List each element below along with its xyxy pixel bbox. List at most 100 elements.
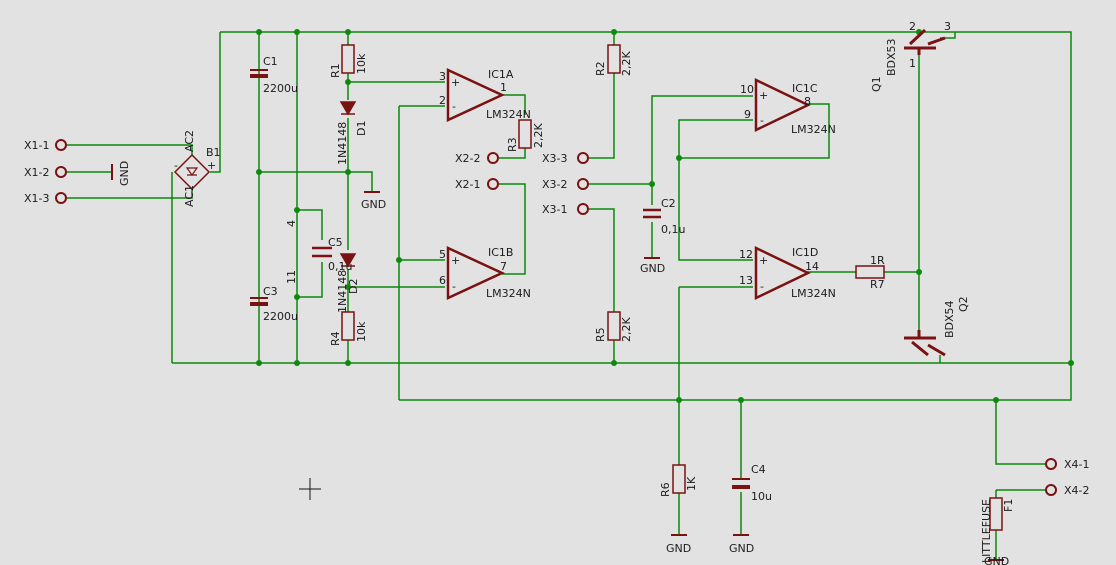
label-ic1a-value: LM324N — [486, 108, 531, 121]
net-gnd-rail — [399, 363, 1072, 401]
label-ic1b-pin7: 7 — [500, 260, 507, 273]
junction-dot — [676, 397, 682, 403]
label-d2: D2 — [347, 279, 360, 294]
label-f1: F1 — [1002, 499, 1015, 512]
net-r2-b — [588, 73, 615, 159]
label-c5-value: 0,1u — [328, 260, 352, 273]
net-c5-top — [297, 209, 323, 240]
label-gnd-c4: GND — [729, 542, 754, 555]
label-ic1a-minus: - — [452, 100, 456, 113]
nets — [66, 31, 1072, 560]
label-x1-3: X1-3 — [24, 192, 50, 205]
bridge-diode — [185, 167, 199, 177]
label-d1: D1 — [355, 121, 368, 136]
junction-dot — [345, 360, 351, 366]
label-gnd-c2: GND — [640, 262, 665, 275]
net-x1-1 — [66, 144, 193, 155]
q1-symbol — [904, 28, 946, 55]
label-r7-value: 1R — [870, 254, 885, 267]
label-r4: R4 — [329, 331, 342, 346]
junction-dot — [611, 360, 617, 366]
d2-symbol — [339, 253, 357, 268]
label-r6-value: 1K — [685, 476, 698, 491]
label-q1-pin1: 1 — [909, 57, 916, 70]
label-x3-2: X3-2 — [542, 178, 568, 191]
pad-x1-1 — [55, 139, 67, 151]
net-x3-2 — [588, 95, 753, 185]
pad-x4-1 — [1045, 458, 1057, 470]
label-ic1c-minus: - — [760, 114, 764, 127]
net-c5-bot — [297, 262, 323, 298]
junction-dot — [676, 155, 682, 161]
label-c1: C1 — [263, 55, 278, 68]
label-c1-value: 2200u — [263, 82, 298, 95]
label-ic1a-pin3: 3 — [439, 70, 446, 83]
label-x1-2: X1-2 — [24, 166, 50, 179]
junction-dot — [294, 207, 300, 213]
label-pin-11: 11 — [285, 270, 298, 284]
junction-dot — [916, 269, 922, 275]
label-r4-value: 10k — [355, 321, 368, 342]
label-b1-plus: + — [207, 159, 216, 172]
label-ic1b: IC1B — [488, 246, 513, 259]
label-gnd-r6: GND — [666, 542, 691, 555]
junction-dot — [345, 29, 351, 35]
label-r1: R1 — [329, 63, 342, 78]
label-c4: C4 — [751, 463, 766, 476]
label-b1-ac2: AC2 — [183, 130, 196, 152]
label-ic1c-pin8: 8 — [804, 95, 811, 108]
label-ic1c: IC1C — [792, 82, 818, 95]
label-ic1a-plus: + — [451, 76, 460, 89]
label-ic1d-pin14: 14 — [805, 260, 819, 273]
label-d1-value: 1N4148 — [336, 122, 349, 165]
label-q1-pin3: 3 — [944, 20, 951, 33]
label-x2-2: X2-2 — [455, 152, 481, 165]
net-mid — [259, 171, 373, 192]
label-b1-ac1: AC1 — [183, 185, 196, 207]
label-c2-value: 0,1u — [661, 223, 685, 236]
label-ic1d-value: LM324N — [791, 287, 836, 300]
label-c3: C3 — [263, 285, 278, 298]
junction-dot — [738, 397, 744, 403]
label-ic1b-minus: - — [452, 280, 456, 293]
net-icc-fb — [678, 103, 830, 159]
junction-dot — [256, 29, 262, 35]
pad-x2-2 — [487, 152, 499, 164]
c4-plate — [732, 485, 750, 489]
junction-dot — [294, 360, 300, 366]
label-ic1b-value: LM324N — [486, 287, 531, 300]
label-c3-value: 2200u — [263, 310, 298, 323]
junction-dot — [294, 294, 300, 300]
d1-symbol — [339, 101, 357, 116]
label-ic1c-pin10: 10 — [740, 83, 754, 96]
label-x1-1: X1-1 — [24, 139, 50, 152]
bridge-b1 — [173, 153, 211, 191]
label-gnd-x1: GND — [118, 161, 131, 186]
label-d2-value: 1N4148 — [336, 270, 349, 313]
label-ic1d: IC1D — [792, 246, 818, 259]
label-q1: Q1 — [870, 76, 883, 92]
pad-x1-3 — [55, 192, 67, 204]
label-x3-3: X3-3 — [542, 152, 568, 165]
label-q1-value: BDX53 — [885, 38, 898, 76]
label-q2-value: BDX54 — [943, 300, 956, 338]
pad-x2-1 — [487, 178, 499, 190]
label-ic1c-plus: + — [759, 89, 768, 102]
junction-dot — [396, 257, 402, 263]
label-b1-minus: - — [174, 159, 178, 172]
label-r1-value: 10k — [355, 53, 368, 74]
pad-x3-3 — [577, 152, 589, 164]
opamp-ic1b — [446, 246, 505, 300]
label-ic1d-pin12: 12 — [739, 248, 753, 261]
label-ic1b-pin5: 5 — [439, 248, 446, 261]
label-ic1c-pin9: 9 — [744, 108, 751, 121]
net-icb-out — [499, 183, 526, 275]
pad-x1-2 — [55, 166, 67, 178]
net-top-rail — [220, 31, 1072, 363]
label-ic1a-pin1: 1 — [500, 81, 507, 94]
label-r5-value: 2,2K — [620, 317, 633, 342]
junction-dot — [345, 284, 351, 290]
label-c4-value: 10u — [751, 490, 772, 503]
net-x3-1 — [588, 208, 615, 312]
